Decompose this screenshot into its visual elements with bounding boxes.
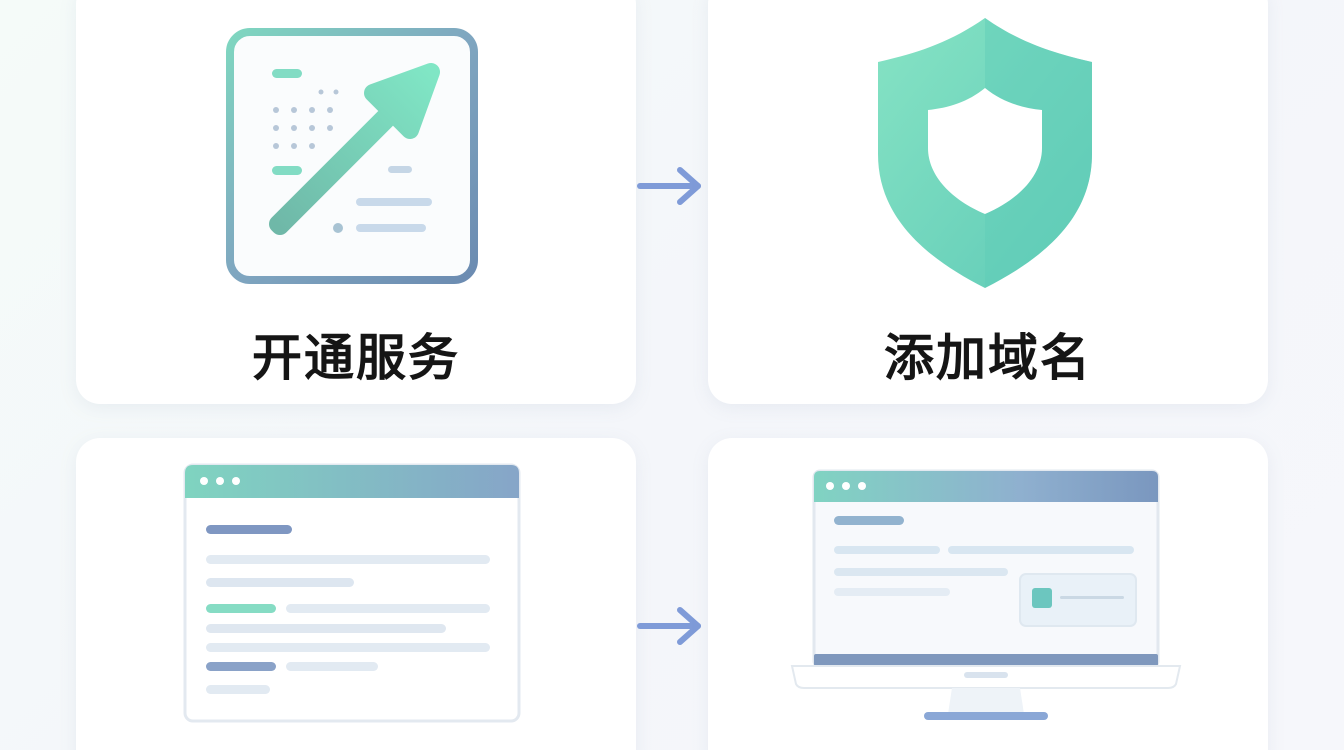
- step-label: 添加域名: [884, 329, 1092, 387]
- step-card-monitor: [708, 438, 1268, 750]
- step-card-open-service: 开通服务: [76, 0, 636, 404]
- arrow-right-icon: [637, 607, 701, 645]
- step-card-add-domain: 添加域名: [708, 0, 1268, 404]
- step-label: 开通服务: [252, 329, 460, 387]
- desktop-monitor-icon: [790, 469, 1182, 720]
- browser-window-icon: [183, 463, 521, 723]
- step-card-browser: [76, 438, 636, 750]
- arrow-right-icon: [637, 167, 701, 205]
- growth-chart-icon: [226, 28, 478, 284]
- security-shield-icon: [878, 18, 1092, 288]
